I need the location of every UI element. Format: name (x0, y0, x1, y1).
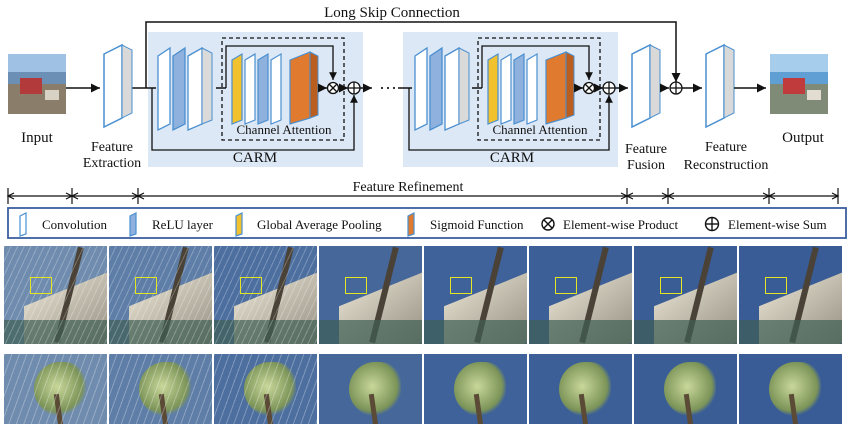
label-feature-fusion-line1: Feature (625, 142, 667, 157)
legend-label-product: Element-wise Product (563, 217, 679, 232)
convolution-block-icon (19, 212, 27, 237)
carm-label-1: CARM (233, 150, 277, 166)
channel-attention-1-layers (231, 51, 319, 125)
label-feature-reconstruction-line1: Feature (705, 140, 747, 155)
result-image-top (424, 246, 527, 344)
result-image-zoom (739, 354, 842, 424)
sigmoid-block-icon (407, 212, 415, 237)
highlight-box (240, 277, 262, 294)
output-image (770, 54, 828, 114)
input-image (8, 54, 66, 114)
result-image-zoom (214, 354, 317, 424)
result-image-top (739, 246, 842, 344)
highlight-box (660, 277, 682, 294)
element-wise-sum-icon (669, 81, 683, 95)
element-wise-product-icon (582, 81, 596, 95)
long-skip-connection-line (145, 21, 681, 88)
feature-refinement-dimension-line (6, 188, 840, 204)
carm-1-layers (157, 46, 213, 132)
element-wise-sum-icon (602, 81, 616, 95)
label-feature-extraction-line1: Feature (91, 140, 133, 155)
result-image-top (109, 246, 212, 344)
architecture-diagram: Long Skip Connection (6, 5, 847, 239)
highlight-box (765, 277, 787, 294)
feature-reconstruction-conv-block (705, 43, 725, 129)
result-image-top (529, 246, 632, 344)
result-image-zoom (529, 354, 632, 424)
result-image-zoom (424, 354, 527, 424)
highlight-box (555, 277, 577, 294)
result-image-zoom (4, 354, 107, 424)
label-input: Input (21, 130, 53, 146)
result-image-top (214, 246, 317, 344)
highlight-box (450, 277, 472, 294)
gap-block-icon (235, 212, 243, 237)
legend-label-convolution: Convolution (42, 217, 108, 232)
highlight-box (345, 277, 367, 294)
label-feature-fusion-line2: Fusion (626, 158, 666, 173)
result-image-zoom (634, 354, 737, 424)
label-feature-extraction-line2: Extraction (82, 156, 142, 171)
result-image-top (319, 246, 422, 344)
feature-refinement-label: Feature Refinement (353, 180, 464, 195)
carm-label-2: CARM (490, 150, 534, 166)
label-output: Output (782, 130, 824, 146)
highlight-box (135, 277, 157, 294)
carm-2-layers (414, 46, 470, 132)
result-image-zoom (109, 354, 212, 424)
legend-label-gap: Global Average Pooling (257, 217, 382, 232)
relu-block-icon (129, 212, 137, 237)
channel-attention-label-2: Channel Attention (493, 122, 588, 137)
highlight-box (30, 277, 52, 294)
ellipsis: ··· (379, 78, 397, 98)
oplus-icon (704, 216, 720, 232)
legend-label-sum: Element-wise Sum (728, 217, 827, 232)
feature-fusion-conv-block (631, 43, 651, 129)
result-image-zoom (319, 354, 422, 424)
channel-attention-label-1: Channel Attention (237, 122, 332, 137)
long-skip-connection-label: Long Skip Connection (324, 5, 460, 21)
legend: Convolution ReLU layer Global Average Po… (19, 212, 827, 237)
result-image-top (634, 246, 737, 344)
otimes-icon (541, 217, 555, 231)
element-wise-product-icon (326, 81, 340, 95)
feature-extraction-conv-block (103, 43, 123, 129)
label-feature-reconstruction-line2: Reconstruction (683, 158, 769, 173)
channel-attention-2-layers (487, 51, 575, 125)
legend-label-sigmoid: Sigmoid Function (430, 217, 524, 232)
result-image-top (4, 246, 107, 344)
element-wise-sum-icon (347, 81, 361, 95)
legend-label-relu: ReLU layer (152, 217, 214, 232)
